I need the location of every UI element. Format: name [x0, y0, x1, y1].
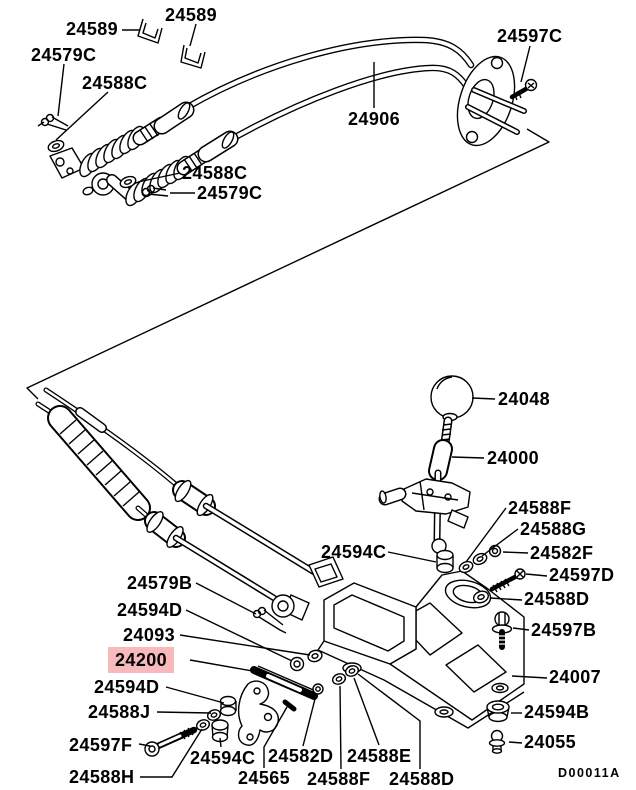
part-label-24597f-26[interactable]: 24597F	[69, 735, 133, 755]
part-label-24588c-3[interactable]: 24588C	[82, 73, 148, 93]
part-label-24579b-20[interactable]: 24579B	[127, 573, 193, 593]
part-label-24579c-7[interactable]: 24579C	[197, 183, 263, 203]
part-label-24000-9[interactable]: 24000	[487, 448, 540, 468]
firewall-bracket	[456, 55, 527, 147]
cotter-pin-a	[37, 113, 69, 131]
part-label-24594d-21[interactable]: 24594D	[117, 600, 183, 620]
part-label-24579c-2[interactable]: 24579C	[31, 45, 97, 65]
bolt-24597c	[509, 78, 538, 101]
leader-lines	[55, 23, 548, 778]
grommet-24594b	[486, 700, 510, 723]
boot-front-a	[79, 125, 145, 178]
retainer-clips-and-pins	[37, 18, 206, 197]
nut-24582d	[312, 683, 324, 695]
part-label-24594d-24[interactable]: 24594D	[94, 677, 160, 697]
bell-crank-lever	[237, 680, 279, 746]
part-label-24200-23[interactable]: 24200	[108, 647, 175, 673]
washer-a	[47, 139, 65, 153]
part-label-24906-4[interactable]: 24906	[348, 109, 401, 129]
washer-24588d	[473, 590, 489, 604]
part-label-24589-1[interactable]: 24589	[165, 5, 218, 25]
bushing-24594c-b	[211, 719, 229, 743]
part-label-24588e-31[interactable]: 24588E	[347, 746, 412, 766]
washer-24588h	[195, 719, 211, 731]
part-label-24588f-32[interactable]: 24588F	[307, 769, 371, 789]
part-label-24588c-6[interactable]: 24588C	[182, 163, 248, 183]
clip-b	[180, 44, 206, 69]
part-label-24565-29[interactable]: 24565	[238, 768, 291, 788]
part-label-24594c-10[interactable]: 24594C	[321, 542, 387, 562]
part-label-24007-17[interactable]: 24007	[549, 667, 602, 687]
cotter-pin-24579b	[252, 606, 287, 634]
divider-plane-line	[26, 128, 550, 400]
washer-24093	[307, 649, 323, 663]
nut-24594d-a	[289, 656, 305, 672]
part-label-24588d-33[interactable]: 24588D	[389, 769, 455, 789]
part-label-24048-8[interactable]: 24048	[498, 389, 551, 409]
washer-24588e	[331, 673, 347, 685]
part-label-24597c-5[interactable]: 24597C	[497, 26, 563, 46]
washer-24588f	[458, 560, 474, 574]
part-label-24597b-16[interactable]: 24597B	[531, 620, 597, 640]
gearshift-lever	[378, 375, 474, 574]
part-label-24588j-25[interactable]: 24588J	[88, 702, 151, 722]
bushing-24594d-b	[219, 695, 237, 717]
cotter-pin-b	[141, 184, 169, 197]
part-label-24582d-30[interactable]: 24582D	[268, 746, 334, 766]
part-label-24594b-18[interactable]: 24594B	[524, 702, 590, 722]
bolt-24597f	[144, 726, 198, 757]
bolt-24597d	[489, 568, 526, 593]
part-label-24594c-28[interactable]: 24594C	[190, 748, 256, 768]
washer-24588d-b	[344, 665, 360, 677]
linkage-parts-left	[144, 649, 360, 757]
part-label-24582f-13[interactable]: 24582F	[530, 543, 594, 563]
washer-24588g	[472, 552, 488, 566]
clip-a	[137, 18, 163, 44]
part-label-24588h-27[interactable]: 24588H	[69, 767, 135, 787]
cable-assembly-rear	[35, 387, 344, 634]
shifter-base-housing	[317, 570, 525, 729]
pin-24565	[282, 699, 297, 712]
fasteners-right	[458, 544, 526, 754]
part-label-24055-19[interactable]: 24055	[524, 732, 577, 752]
part-label-24588f-11[interactable]: 24588F	[508, 498, 572, 518]
diagram-code: D00011A	[558, 766, 621, 780]
shift-rod-24200	[250, 665, 319, 700]
cable-assembly-front	[49, 36, 475, 207]
part-label-24589-0[interactable]: 24589	[66, 19, 119, 39]
bolt-24597b	[491, 611, 513, 650]
plug-24055	[488, 729, 506, 754]
part-label-24588g-12[interactable]: 24588G	[520, 519, 587, 539]
washer-b	[119, 175, 137, 189]
part-label-24597d-14[interactable]: 24597D	[549, 565, 615, 585]
part-label-24093-22[interactable]: 24093	[123, 625, 176, 645]
part-label-24588d-15[interactable]: 24588D	[524, 589, 590, 609]
